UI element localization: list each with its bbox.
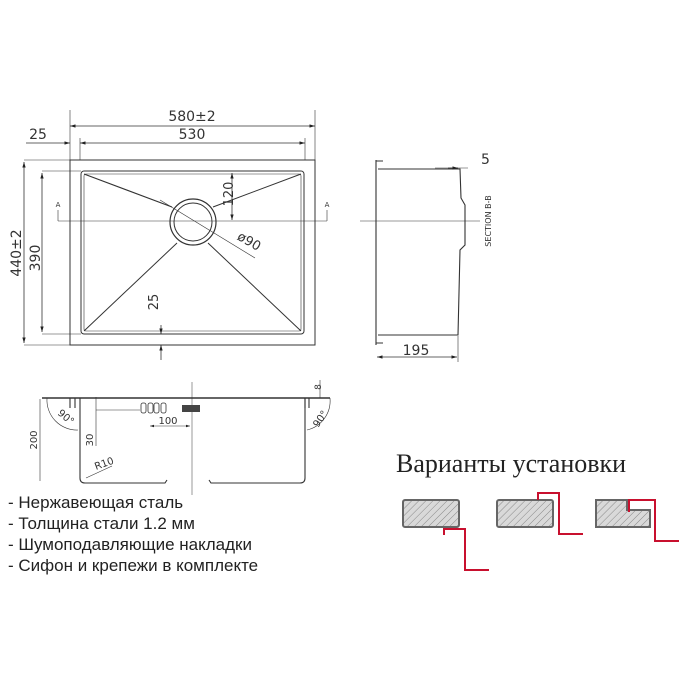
radius-label: R10 bbox=[93, 456, 115, 473]
feature-item: - Сифон и крепежи в комплекте bbox=[8, 556, 259, 575]
install-variants-title: Варианты установки bbox=[396, 449, 627, 478]
section-mark-right: A bbox=[325, 201, 330, 209]
undermount-icon bbox=[402, 499, 489, 571]
drain-offset-label: 120 bbox=[222, 182, 237, 207]
flange-label: 25 bbox=[29, 127, 47, 143]
brand-logo-icon bbox=[182, 405, 200, 412]
plan-view-labels: 580±2 530 25 440±2 390 120 ø90 25 A A bbox=[9, 109, 330, 310]
install-variants bbox=[402, 492, 679, 571]
flush-mount-icon bbox=[595, 499, 679, 542]
bowl-depth-label: 390 bbox=[28, 245, 44, 272]
section-label: SECTION B-B bbox=[484, 195, 493, 246]
bowl-width-label: 530 bbox=[179, 127, 206, 143]
section-width-label: 195 bbox=[403, 343, 430, 359]
front-view bbox=[39, 380, 331, 495]
drain-diameter-label: ø90 bbox=[234, 229, 263, 254]
section-view bbox=[360, 160, 480, 362]
feature-item: - Толщина стали 1.2 мм bbox=[8, 514, 195, 533]
top-offset-label: 5 bbox=[481, 152, 490, 168]
feature-item: - Нержавеющая сталь bbox=[8, 493, 184, 512]
features-list: - Нержавеющая сталь - Толщина стали 1.2 … bbox=[8, 492, 258, 576]
bottom-offset-label: 25 bbox=[147, 294, 162, 311]
overall-depth-label: 440±2 bbox=[9, 229, 25, 276]
lip-label: 8 bbox=[314, 384, 324, 390]
overflow-offset-label: 100 bbox=[158, 416, 177, 427]
overflow-slots-icon bbox=[140, 402, 167, 414]
overmount-icon bbox=[496, 492, 583, 535]
overflow-height-label: 30 bbox=[85, 434, 96, 447]
section-mark-left: A bbox=[56, 201, 61, 209]
feature-item: - Шумоподавляющие накладки bbox=[8, 535, 252, 554]
overall-width-label: 580±2 bbox=[168, 109, 215, 125]
plan-view bbox=[22, 110, 328, 360]
angle-left-label: 90° bbox=[55, 408, 76, 428]
section-view-labels: 5 195 SECTION B-B bbox=[403, 152, 493, 359]
height-label: 200 bbox=[29, 430, 40, 449]
